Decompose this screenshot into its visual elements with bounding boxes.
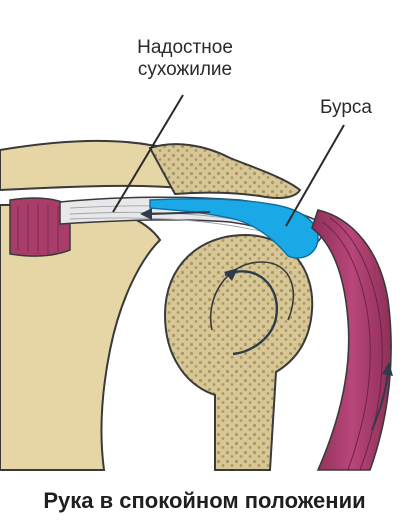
tendon-label-line2: сухожилие: [137, 59, 233, 80]
growth-line: [209, 261, 295, 331]
bursa-pointer-line: [285, 124, 345, 227]
left-arrow-icon: [140, 208, 211, 220]
up-arrow-icon: [371, 362, 393, 431]
curved-arrow-icon: [224, 268, 279, 356]
muscle-right-fibers: [321, 217, 383, 471]
bursa: [149, 198, 319, 259]
tendon-pointer-line: [112, 94, 184, 213]
bursa-label: Бурса: [320, 97, 372, 118]
muscle-left-fibers: [17, 204, 59, 254]
diagram-caption: Рука в спокойном положении: [43, 488, 366, 513]
tendon-label: Надостное сухожилие: [120, 37, 250, 81]
tendon-label-line1: Надостное: [137, 37, 233, 58]
muscle-right: [311, 209, 392, 471]
clavicle-bone: [148, 143, 302, 199]
muscle-left: [9, 197, 71, 257]
